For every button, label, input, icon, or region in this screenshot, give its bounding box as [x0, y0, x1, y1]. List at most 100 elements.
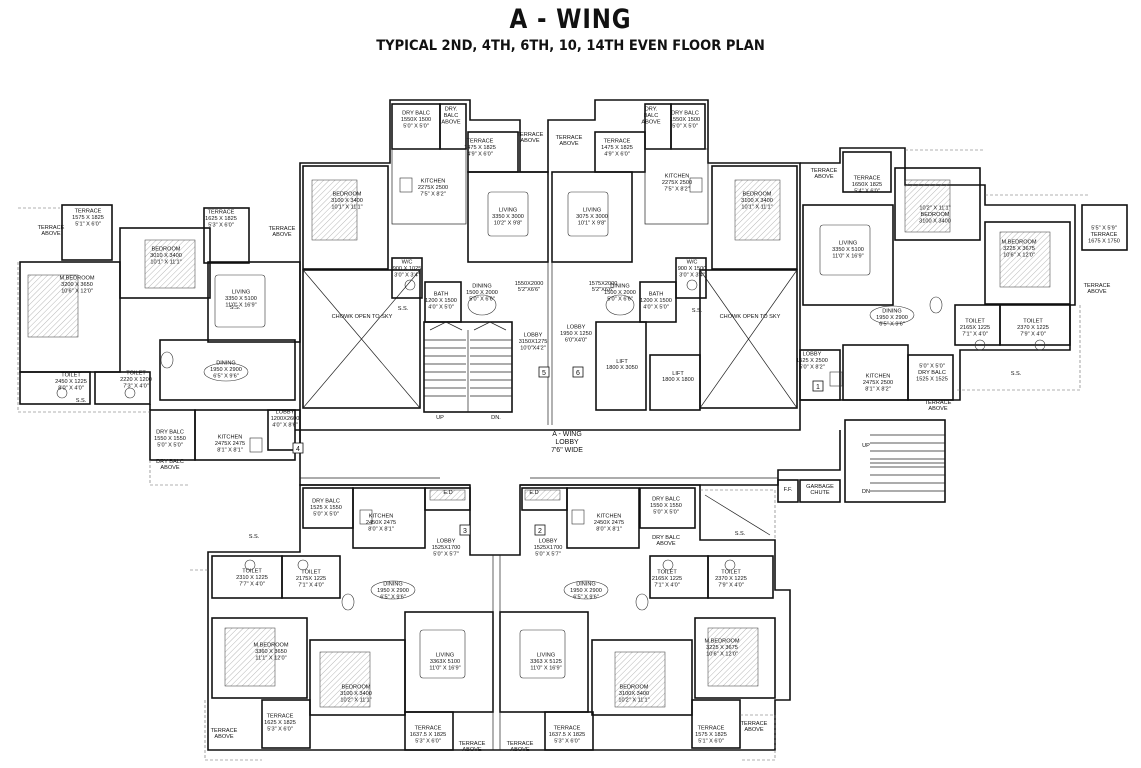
room-label-line: 4'0" X 5'0" — [428, 304, 453, 310]
room-label-line: 10'1" X 11'1" — [331, 204, 362, 210]
room-label-line: 1525 X 1525 — [916, 376, 948, 382]
room-label-line: BEDROOM — [152, 247, 181, 253]
room-label-line: 5'5" X 5'9" — [1091, 226, 1116, 232]
room-label-line: DRY BALC — [156, 459, 184, 465]
room-label-line: BALC — [644, 113, 659, 119]
room-label-line: 7'6" WIDE — [551, 447, 583, 454]
room-label-line: 4'9" X 6'0" — [467, 151, 492, 157]
room-label-line: 2165X 1225 — [652, 576, 682, 582]
room-label-line: TERRACE — [467, 139, 494, 145]
room-label-line: TERRACE — [854, 176, 881, 182]
room-label-line: BEDROOM — [333, 192, 362, 198]
room-label-line: 5'4" X 6'0" — [854, 188, 879, 194]
stair-treads — [424, 321, 512, 397]
page-title: A - WING — [509, 4, 632, 35]
room-label-line: LOBBY — [803, 352, 822, 358]
room-label-line: TERRACE — [415, 726, 442, 732]
room-label-line: W/C — [402, 260, 413, 266]
room-label-line: TERRACE — [698, 726, 725, 732]
room-label-line: DINING — [576, 582, 596, 588]
room-label-line: DINING — [882, 309, 902, 315]
room-label-line: 1475 X 1825 — [464, 145, 496, 151]
room-label-line: TOILET — [301, 570, 321, 576]
room-label-line: 1200X2600 — [271, 416, 300, 422]
room-label-line: BALC — [444, 113, 459, 119]
room-label-line: 2475X 2500 — [863, 380, 893, 386]
furniture — [27, 177, 1051, 708]
room-label-line: 3100 X 3400 — [331, 198, 363, 204]
room-label-line: 10'6" X 12'0" — [706, 651, 738, 657]
room-label-line: 4'9" X 6'0" — [604, 151, 629, 157]
lift-tag-box — [538, 366, 550, 378]
room-label-line: 2450X 2475 — [366, 520, 396, 526]
room-label-line: 3200 X 3650 — [61, 282, 93, 288]
room-label-line: 1200 X 1500 — [425, 298, 457, 304]
room-label-line: TERRACE — [38, 225, 65, 231]
room-label-line: 2475X 2475 — [215, 441, 245, 447]
room-label-line: 1950 X 2900 — [876, 315, 908, 321]
room-label-line: TOILET — [721, 570, 741, 576]
room-label-line: BEDROOM — [342, 685, 371, 691]
room-label-line: 5'3" X 6'0" — [415, 738, 440, 744]
room-label-line: 3350 X 3000 — [492, 214, 524, 220]
room-label: F.F. — [784, 487, 793, 493]
room-label-line: 7'9" X 4'0" — [718, 582, 743, 588]
room-label-line: 1637.5 X 1825 — [410, 732, 446, 738]
room-label-line: TERRACE — [75, 209, 102, 215]
room-label-line: S.S. — [230, 305, 241, 311]
room-label-line: LOBBY — [524, 333, 543, 339]
room-label-line: M.BEDROOM — [704, 639, 739, 645]
room-label-line: ABOVE — [641, 119, 661, 125]
room-label-line: 10'1" X 11'1" — [150, 259, 181, 265]
room-label-line: ABOVE — [1087, 289, 1107, 295]
room-label-line: S.S. — [735, 531, 746, 537]
room-label-line: 1525X1700 — [432, 545, 461, 551]
room-label-line: 8'0" X 4'0" — [58, 385, 83, 391]
room-label-line: 1500 X 2000 — [604, 290, 636, 296]
room-label-line: 1550X 1500 — [401, 117, 431, 123]
room-label-line: 4'0" X 5'0" — [643, 304, 668, 310]
room-label-line: LOBBY — [567, 325, 586, 331]
room-label-line: KITCHEN — [369, 514, 394, 520]
room-label-line: LOBBY — [539, 539, 558, 545]
room-label-line: 5'0" X 5'0" — [403, 123, 428, 129]
room-label-line: 10'2" X 11'1" — [618, 697, 649, 703]
room-label-line: M.BEDROOM — [59, 276, 94, 282]
room-label-line: 8'1" X 8'2" — [865, 386, 890, 392]
room-label-line: 1637.5 X 1825 — [549, 732, 585, 738]
lift-tag: 2 — [538, 528, 542, 535]
right-wing-walls — [777, 147, 1128, 503]
room-label-line: 5'1" X 6'0" — [75, 221, 100, 227]
room-label-line: 3100X 3400 — [619, 691, 649, 697]
room-label-line: 5'0" X 5'7" — [433, 551, 458, 557]
room-label-line: S.S. — [249, 534, 260, 540]
top-block-walls — [299, 99, 801, 431]
